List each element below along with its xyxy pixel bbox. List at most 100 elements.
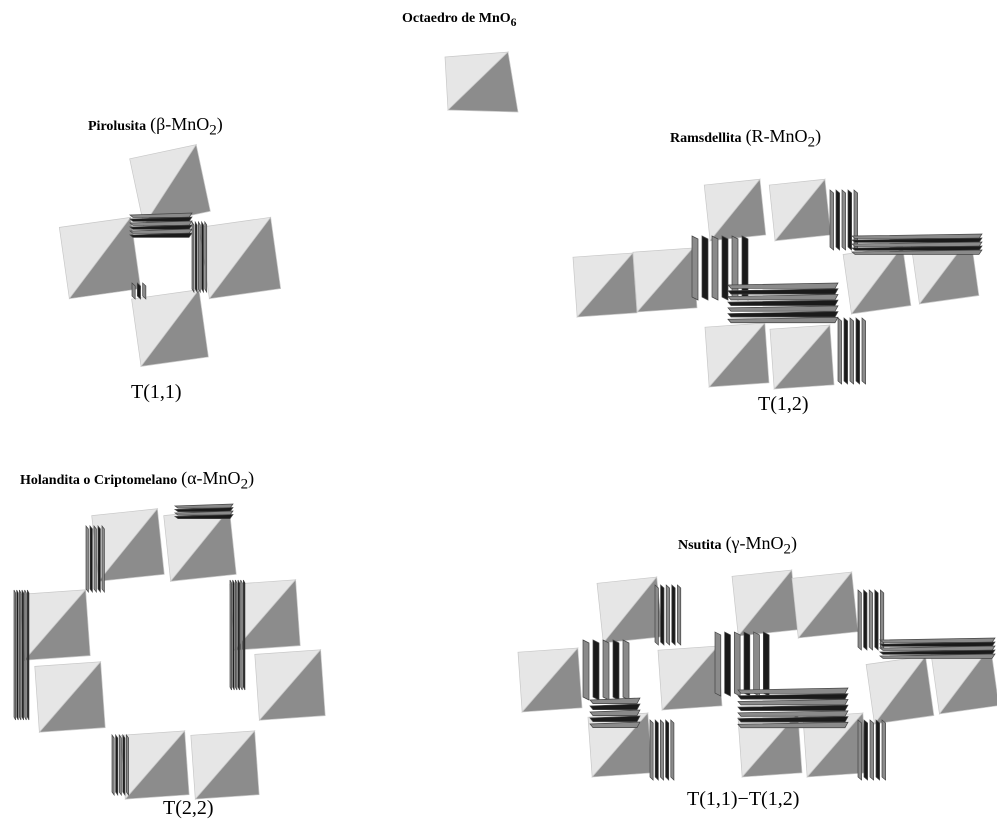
hollandite-oct-bottom-2-dark-face — [194, 729, 260, 800]
nsutite-stack-4-slice-3 — [737, 704, 849, 711]
hollandite-stack-topright-slice-3 — [173, 514, 234, 519]
pyrolusite-tunnel-label: T(1,1) — [131, 381, 182, 403]
hollandite-stack-left-slice-3 — [21, 589, 24, 721]
nsutite-stack-1-slice-4 — [622, 639, 630, 701]
hollandite-stack-right-slice-1 — [232, 579, 235, 691]
hollandite-stack-top-slice-0 — [85, 525, 89, 593]
ramsdellite-oct-8-dark-face — [773, 324, 835, 390]
ramsdellite-oct-2-dark-face — [774, 178, 832, 242]
nsutite-stack-4-slice-4 — [737, 710, 849, 717]
octahedron-title: Octaedro de MnO6 — [402, 9, 516, 29]
hollandite-tunnel-label: T(2,2) — [163, 797, 214, 819]
hollandite-oct-top-2-dark-face — [169, 507, 237, 582]
hollandite-stack-left-slice-2 — [18, 589, 22, 721]
hollandite-oct-right-1-dark-face — [233, 578, 301, 651]
pyrolusite-stack-top-slice-0 — [129, 212, 193, 218]
pyrolusite-oct-right-dark-face — [208, 216, 282, 300]
nsutite-stack-2-slice-4 — [753, 631, 760, 697]
ramsdellite-stack-mid-slice-3 — [727, 299, 839, 306]
hollandite-oct-right-2-dark-face — [258, 648, 326, 721]
nsutite-title: Nsutita (γ-MnO2) — [678, 533, 798, 558]
nsutite-stack-7-slice-3 — [875, 719, 880, 781]
pyrolusite-stack-left-slice-1 — [136, 282, 141, 300]
nsutite-stack-6-slice-3 — [874, 589, 879, 651]
hollandite-stack-right-slice-0 — [229, 579, 232, 691]
pyrolusite-stack-right-slice-2 — [198, 220, 201, 294]
nsutite-stack-4-slice-6 — [737, 721, 849, 729]
nsutite-stack-6-slice-0 — [857, 589, 862, 651]
octahedron-sub: 6 — [510, 15, 517, 29]
hollandite-name: Holandita o Criptomelano — [20, 473, 178, 488]
ramsdellite-stack-bottom-slice-3 — [855, 317, 860, 385]
ramsdellite-stack-right-slice-4 — [851, 249, 983, 255]
ramsdellite-name: Ramsdellita — [670, 131, 742, 146]
ramsdellite-stack-bottom-slice-0 — [837, 317, 842, 385]
pyrolusite-oct-bottom-dark-face — [140, 288, 209, 367]
nsutite-stack-8-slice-0 — [649, 719, 654, 781]
hollandite-stack-bottom-slice-3 — [122, 733, 126, 797]
hollandite-oct-top-1-dark-face — [97, 507, 165, 582]
ramsdellite-stack-left-slice-3 — [721, 235, 729, 301]
nsutite-stack-7-slice-2 — [869, 719, 874, 781]
nsutite-oct-1-dark-face — [602, 576, 664, 644]
pyrolusite-stack-left-slice-0 — [131, 282, 136, 300]
nsutite-stack-9-slice-0 — [879, 637, 996, 643]
nsutite-stack-3-slice-3 — [589, 715, 641, 722]
ramsdellite-stack-left-slice-0 — [691, 235, 699, 301]
hollandite-stack-left-slice-0 — [13, 589, 16, 721]
nsutite-oct-6-dark-face — [873, 655, 935, 725]
hollandite-stack-right-slice-2 — [234, 579, 238, 691]
ramsdellite-stack-bottom-slice-4 — [861, 317, 866, 385]
pyrolusite-stack-right-slice-4 — [204, 220, 208, 294]
ramsdellite-stack-top-slice-2 — [841, 189, 846, 251]
pyrolusite-stack-right-slice-1 — [194, 220, 198, 294]
nsutite-tunnel-label: T(1,1)−T(1,2) — [687, 788, 800, 810]
pyrolusite-title: Pirolusita (β-MnO2) — [88, 114, 223, 139]
ramsdellite-stack-left-slice-1 — [701, 235, 709, 301]
hollandite-stack-top-slice-2 — [93, 525, 97, 593]
nsutite-stack-1-slice-0 — [582, 639, 590, 701]
nsutite-stack-1-slice-3 — [612, 639, 620, 701]
hollandite-stack-bottom-slice-2 — [118, 733, 122, 797]
nsutite-stack-2-slice-0 — [714, 631, 722, 697]
nsutite-stack-7-slice-0 — [857, 719, 862, 781]
ramsdellite-stack-mid-slice-4 — [727, 305, 839, 312]
nsutite-stack-5-slice-4 — [677, 584, 682, 646]
hollandite-stack-left-slice-4 — [24, 589, 27, 721]
hollandite-oct-left-1-dark-face — [23, 588, 91, 661]
nsutite-stack-6-slice-1 — [863, 589, 868, 651]
hollandite-stack-left-slice-5 — [26, 589, 30, 721]
ramsdellite-stack-top-slice-1 — [835, 189, 840, 251]
hollandite-oct-left-2-dark-face — [38, 660, 106, 733]
nsutite-stack-2-slice-2 — [733, 631, 741, 697]
nsutite-stack-8-slice-1 — [654, 719, 659, 781]
ramsdellite-title: Ramsdellita (R-MnO2) — [670, 126, 822, 151]
nsutite-stack-8-slice-3 — [665, 719, 670, 781]
nsutite-stack-9-slice-4 — [879, 653, 996, 659]
nsutite-stack-8-slice-4 — [670, 719, 675, 781]
hollandite-stack-top-slice-1 — [89, 525, 93, 593]
nsutite-stack-1-slice-2 — [602, 639, 610, 701]
ramsdellite-oct-5-dark-face — [850, 245, 912, 315]
ramsdellite-stack-left-slice-2 — [711, 235, 719, 301]
nsutite-stack-2-slice-3 — [743, 631, 751, 697]
hollandite-stack-right-slice-5 — [242, 579, 246, 691]
octahedron-dark-face — [447, 51, 519, 113]
ramsdellite-tunnel-label: T(1,2) — [758, 393, 809, 415]
nsutite-stack-3-slice-2 — [589, 709, 641, 716]
nsutite-oct-7-dark-face — [938, 645, 997, 715]
nsutite-name: Nsutita — [678, 538, 722, 553]
ramsdellite-stack-bottom-slice-2 — [849, 317, 854, 385]
nsutite-stack-3-slice-1 — [589, 703, 641, 710]
ramsdellite-stack-mid-slice-5 — [727, 311, 839, 318]
ramsdellite-stack-top-slice-3 — [847, 189, 852, 251]
hollandite-stack-right-slice-3 — [237, 579, 240, 691]
nsutite-stack-5-slice-1 — [660, 584, 665, 646]
pyrolusite-oct-left-dark-face — [68, 216, 142, 300]
hollandite-stack-left-slice-1 — [16, 589, 19, 721]
hollandite-stack-bottom-slice-4 — [126, 733, 129, 797]
ramsdellite-stack-mid-slice-6 — [727, 316, 839, 324]
ramsdellite-oct-7-dark-face — [708, 322, 770, 388]
nsutite-stack-2-slice-1 — [724, 631, 731, 697]
